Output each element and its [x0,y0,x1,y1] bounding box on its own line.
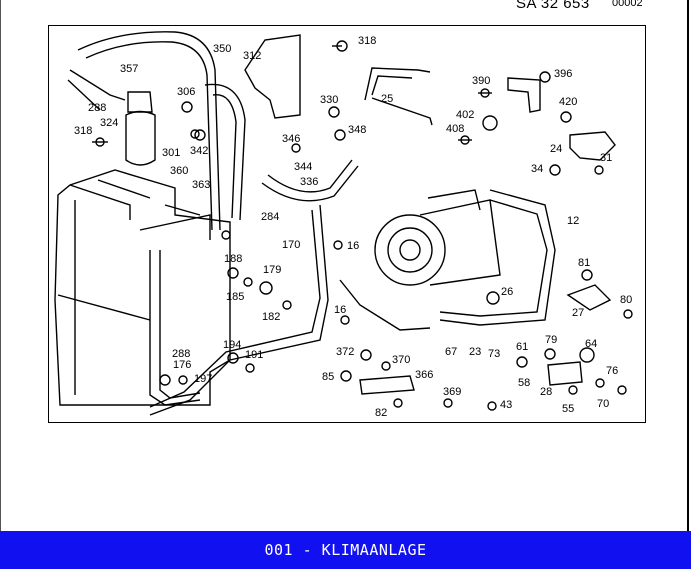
callout-79: 79 [545,334,557,346]
callout-61: 61 [516,341,528,353]
callout-82: 82 [375,407,387,419]
callout-344: 344 [294,161,312,173]
callout-188: 188 [224,253,242,265]
callout-16: 16 [334,304,346,316]
callout-288: 288 [172,348,190,360]
callout-306: 306 [177,86,195,98]
callout-25: 25 [381,93,393,105]
callout-408: 408 [446,123,464,135]
callout-336: 336 [300,176,318,188]
callout-370: 370 [392,354,410,366]
bracket-31 [569,131,616,161]
callout-185: 185 [226,291,244,303]
callout-176: 176 [173,359,191,371]
callout-366: 366 [415,369,433,381]
callout-191: 191 [245,349,263,361]
bracket-24 [507,77,541,113]
hose-350 [77,31,221,231]
callout-372: 372 [336,346,354,358]
callout-396: 396 [554,68,572,80]
callout-70: 70 [597,398,609,410]
callout-363: 363 [192,179,210,191]
callout-76: 76 [606,365,618,377]
diagram-drawing [54,31,633,416]
callout-357: 357 [120,63,138,75]
compressor-body [419,199,501,286]
callout-85: 85 [322,371,334,383]
callout-318: 318 [74,125,92,137]
compressor-pulley [374,214,446,286]
callout-194: 194 [223,339,241,351]
callout-55: 55 [562,403,574,415]
callout-318: 318 [358,35,376,47]
callout-80: 80 [620,294,632,306]
callout-182: 182 [262,311,280,323]
callout-43: 43 [500,399,512,411]
callout-81: 81 [578,257,590,269]
callout-301: 301 [162,147,180,159]
callout-27: 27 [572,307,584,319]
callout-350: 350 [213,43,231,55]
parts-diagram: 350 318 312 357 306 288 324 318 301 342 330 348 346 3… [54,31,633,419]
callout-labels: 350 318 312 357 306 288 324 318 301 342 330 348 346 3… [74,35,632,419]
callout-12: 12 [567,215,579,227]
callout-288: 288 [88,102,106,114]
callout-346: 346 [282,133,300,145]
callout-369: 369 [443,386,461,398]
callout-23: 23 [469,346,481,358]
callout-58: 58 [518,377,530,389]
callout-390: 390 [472,75,490,87]
condenser-outline [54,169,231,406]
sheet-number: 00002 [612,0,643,9]
callout-64: 64 [585,338,597,350]
diagram-frame [0,0,689,531]
footer-bar [0,531,691,569]
callout-312: 312 [243,50,261,62]
pipe-25 [364,67,431,101]
callout-284: 284 [261,211,279,223]
callout-170: 170 [282,239,300,251]
callout-342: 342 [190,145,208,157]
callout-24: 24 [550,143,562,155]
callout-402: 402 [456,109,474,121]
callout-197: 197 [194,373,212,385]
document-code: SA 32 653 [516,0,590,12]
callout-31: 31 [600,152,612,164]
callout-26: 26 [501,286,513,298]
callout-324: 324 [100,117,118,129]
small-parts [92,40,633,411]
callout-34: 34 [531,163,543,175]
hose-170 [149,204,329,416]
callout-16: 16 [347,240,359,252]
callout-420: 420 [559,96,577,108]
callout-73: 73 [488,348,500,360]
callout-360: 360 [170,165,188,177]
callout-330: 330 [320,94,338,106]
callout-179: 179 [263,264,281,276]
receiver-drier [125,110,156,166]
bracket-366 [359,375,415,395]
footer-title: 001 - KLIMAANLAGE [264,541,427,559]
hose-336 [267,159,353,193]
bracket-27 [566,284,612,311]
callout-67: 67 [445,346,457,358]
bracket-312 [244,34,301,119]
bracket-58 [547,361,583,386]
hose-12 [439,189,556,326]
callout-28: 28 [540,386,552,398]
callout-348: 348 [348,124,366,136]
